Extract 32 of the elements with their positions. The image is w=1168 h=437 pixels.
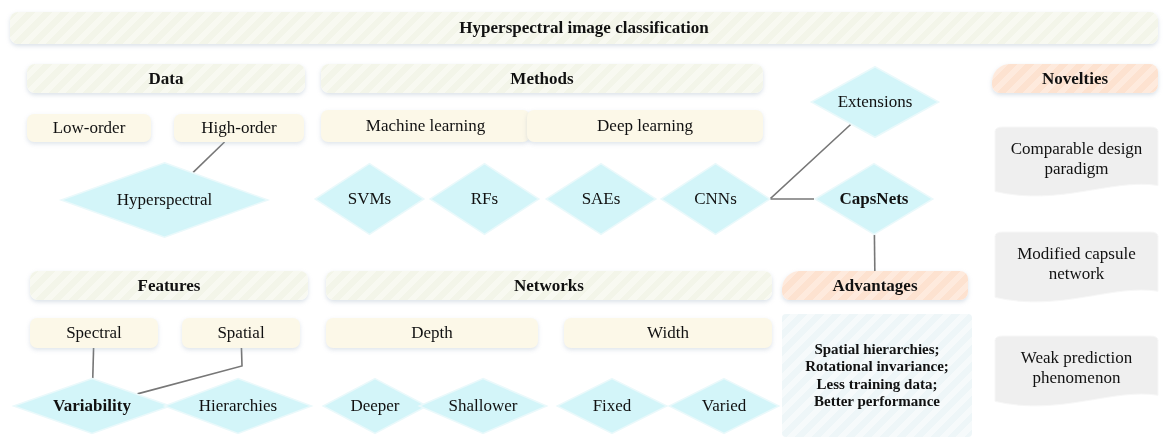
topic-box: Low-order bbox=[27, 114, 151, 142]
connector-line bbox=[192, 141, 226, 174]
connector-line bbox=[873, 233, 876, 272]
category-band: Data bbox=[27, 64, 305, 93]
topic-box: Deep learning bbox=[527, 110, 763, 142]
category-band: Advantages bbox=[782, 271, 968, 300]
diamond-node: CapsNets bbox=[814, 163, 934, 235]
diamond-node: Varied bbox=[668, 378, 780, 434]
topic-box: Width bbox=[564, 318, 772, 348]
diamond-node: SVMs bbox=[314, 163, 425, 235]
diamond-node: RFs bbox=[429, 163, 540, 235]
diamond-node: Fixed bbox=[556, 378, 668, 434]
connector-line bbox=[91, 347, 95, 380]
diamond-node: Hyperspectral bbox=[59, 162, 270, 238]
topic-box: Depth bbox=[326, 318, 538, 348]
topic-box: Machine learning bbox=[321, 110, 530, 142]
diamond-node: Extensions bbox=[810, 66, 940, 138]
connector-line bbox=[136, 347, 243, 395]
diamond-node: Shallower bbox=[418, 378, 548, 434]
category-band: Novelties bbox=[992, 64, 1158, 93]
diamond-node: CNNs bbox=[660, 163, 771, 235]
title-band: Hyperspectral image classification bbox=[10, 12, 1158, 44]
diamond-node: Hierarchies bbox=[163, 378, 313, 434]
category-band: Networks bbox=[326, 271, 772, 300]
topic-box: Spatial bbox=[182, 318, 300, 348]
diamond-node: SAEs bbox=[545, 163, 657, 235]
connector-line bbox=[770, 198, 815, 200]
topic-box: Spectral bbox=[30, 318, 158, 348]
topic-box: High-order bbox=[174, 114, 304, 142]
text-block: Spatial hierarchies; Rotational invariance; Less training data; Better performance bbox=[782, 314, 972, 437]
category-band: Methods bbox=[321, 64, 763, 93]
category-band: Features bbox=[30, 271, 308, 300]
